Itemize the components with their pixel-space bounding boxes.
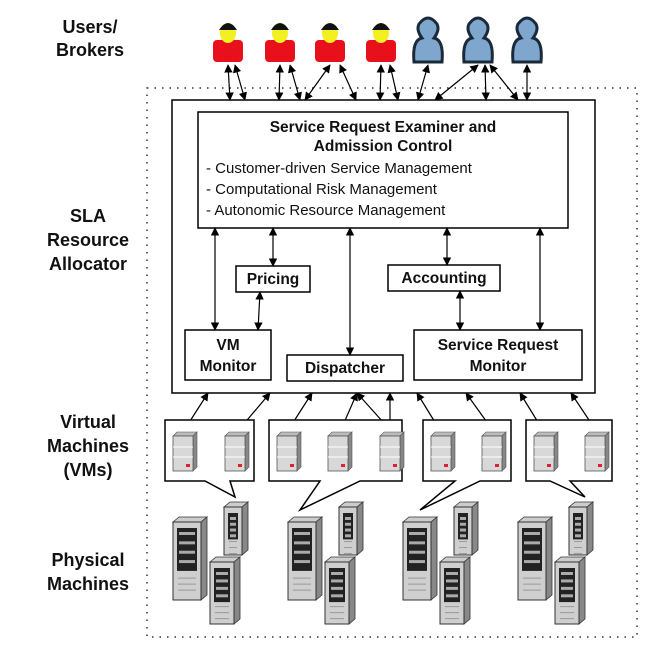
svg-text:Service Request: Service Request	[438, 337, 559, 354]
broker-user-icon	[315, 23, 345, 62]
bidirectional-arrow	[489, 64, 519, 101]
broker-user-icon	[265, 23, 295, 62]
svg-text:Virtual: Virtual	[60, 412, 116, 432]
row-label-users: Users/ Brokers	[56, 17, 124, 60]
row-label-virtual-machines: Virtual Machines (VMs)	[47, 412, 129, 480]
bidirectional-arrow	[233, 64, 247, 101]
bidirectional-arrow	[224, 64, 234, 101]
dispatcher-box: Dispatcher	[286, 354, 404, 382]
svg-text:Accounting: Accounting	[401, 270, 486, 287]
physical-server-icon	[171, 516, 209, 601]
accounting-box: Accounting	[387, 264, 501, 292]
physical-server-icon	[553, 556, 587, 625]
svg-text:Pricing: Pricing	[247, 271, 300, 288]
svg-text:SLA: SLA	[70, 206, 106, 226]
connection-arrows	[182, 64, 598, 433]
system-boundary	[146, 87, 638, 638]
svg-text:Users/: Users/	[62, 17, 117, 37]
physical-server-icon	[337, 501, 365, 556]
vm-group	[419, 419, 512, 511]
bidirectional-arrow	[434, 64, 479, 101]
bidirectional-arrow	[275, 64, 284, 101]
user-icon	[412, 16, 444, 64]
svg-text:Machines: Machines	[47, 436, 129, 456]
svg-text:Service Request Examiner and: Service Request Examiner and	[270, 119, 497, 136]
user-icon	[511, 16, 543, 64]
virtual-machine-icon	[533, 431, 559, 472]
svg-text:Resource: Resource	[47, 230, 129, 250]
bidirectional-arrow	[304, 64, 331, 101]
row-label-sla-resource-allocator: SLA Resource Allocator	[47, 206, 129, 274]
broker-user-icon	[213, 23, 243, 62]
svg-text:Dispatcher: Dispatcher	[305, 360, 385, 377]
vm-group	[525, 419, 613, 498]
bidirectional-arrow	[481, 64, 490, 101]
virtual-machine-icon	[430, 431, 456, 472]
row-label-physical-machines: Physical Machines	[47, 550, 129, 594]
virtual-machine-icon	[172, 431, 198, 472]
svg-text:Monitor: Monitor	[470, 358, 527, 375]
bidirectional-arrow	[288, 64, 302, 101]
vm-group	[164, 419, 255, 499]
physical-server-icon	[567, 501, 595, 556]
svg-text:(VMs): (VMs)	[64, 460, 113, 480]
service-request-monitor-box: Service Request Monitor	[413, 329, 583, 381]
service-request-examiner-box: Service Request Examiner and Admission C…	[197, 111, 569, 229]
physical-server-icon	[401, 516, 439, 601]
svg-text:Brokers: Brokers	[56, 40, 124, 60]
physical-server-icon	[208, 556, 242, 625]
bidirectional-arrow	[339, 64, 357, 101]
bidirectional-arrow	[376, 64, 385, 101]
svg-text:VM: VM	[216, 337, 239, 354]
virtual-machine-icon	[379, 431, 405, 472]
examiner-item: - Computational Risk Management	[206, 181, 438, 198]
svg-text:Admission Control: Admission Control	[314, 138, 453, 155]
virtual-machine-icon	[584, 431, 610, 472]
physical-machines-row	[171, 501, 595, 625]
bidirectional-arrow	[387, 64, 401, 101]
vm-monitor-box: VM Monitor	[184, 329, 272, 381]
users-row	[213, 16, 543, 64]
svg-text:Physical: Physical	[51, 550, 124, 570]
bidirectional-arrow	[254, 291, 264, 331]
examiner-item: - Customer-driven Service Management	[206, 160, 473, 177]
examiner-item: - Autonomic Resource Management	[206, 202, 446, 219]
pricing-box: Pricing	[235, 265, 311, 293]
svg-text:Allocator: Allocator	[49, 254, 127, 274]
physical-server-icon	[516, 516, 554, 601]
vm-group	[268, 419, 405, 512]
vm-groups	[164, 419, 613, 512]
physical-server-icon	[286, 516, 324, 601]
physical-server-icon	[438, 556, 472, 625]
physical-server-icon	[222, 501, 250, 556]
virtual-machine-icon	[276, 431, 302, 472]
svg-text:Machines: Machines	[47, 574, 129, 594]
virtual-machine-icon	[224, 431, 250, 472]
virtual-machine-icon	[481, 431, 507, 472]
physical-server-icon	[452, 501, 480, 556]
svg-text:Monitor: Monitor	[200, 358, 257, 375]
virtual-machine-icon	[327, 431, 353, 472]
broker-user-icon	[366, 23, 396, 62]
bidirectional-arrow	[416, 64, 430, 101]
physical-server-icon	[323, 556, 357, 625]
user-icon	[462, 16, 494, 64]
